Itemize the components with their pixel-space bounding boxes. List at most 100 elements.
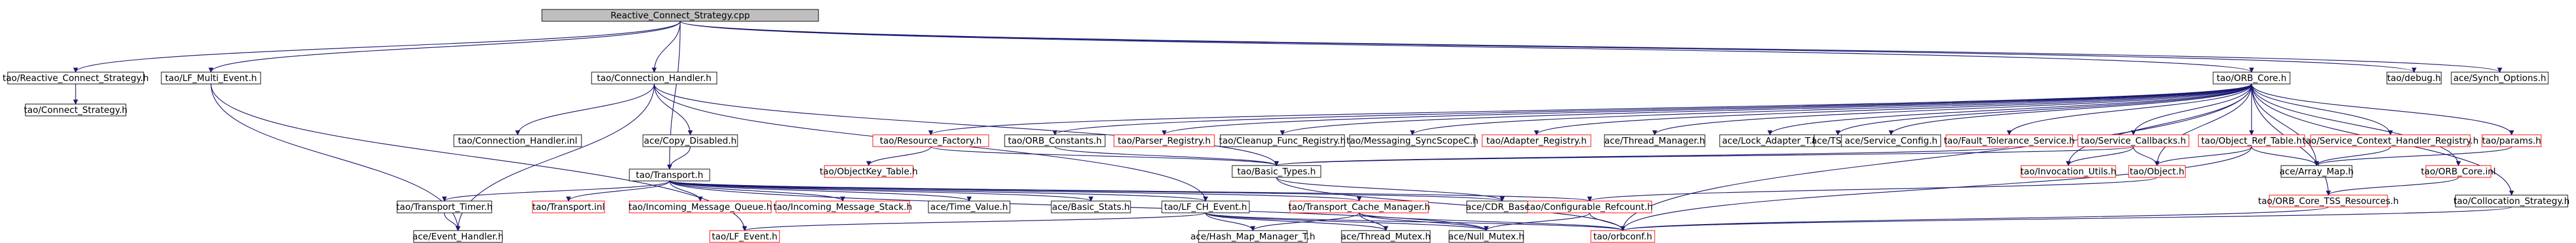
node-messaging-sync[interactable]: tao/Messaging_SyncScopeC.h (1346, 134, 1479, 147)
node-transport-timer[interactable]: tao/Transport_Timer.h (397, 200, 493, 213)
node-incoming-stack[interactable]: tao/Incoming_Message_Stack.h (773, 200, 912, 213)
node-fault-tolerance[interactable]: tao/Fault_Tolerance_Service.h (1944, 134, 2075, 147)
node-thread-manager[interactable]: ace/Thread_Manager.h (1604, 134, 1706, 147)
edge-transport-to-lf-ch-event (669, 180, 1208, 202)
node-basic-types[interactable]: tao/Basic_Types.h (1232, 165, 1321, 178)
node-connect-strategy[interactable]: tao/Connect_Strategy.h (24, 103, 128, 116)
node-label: ace/Service_Config.h (1844, 135, 1937, 147)
node-label: ace/Lock_Adapter_T.h (1722, 135, 1818, 147)
node-label: ace/Time_Value.h (930, 202, 1008, 213)
node-label: tao/Adapter_Registry.h (1486, 135, 1587, 147)
edge-orb-core-tss-to-orbconf (1620, 206, 2329, 231)
node-box (453, 134, 582, 147)
node-incoming-queue[interactable]: tao/Incoming_Message_Queue.h (629, 200, 772, 213)
node-label: tao/ORB_Constants.h (1008, 135, 1102, 147)
node-label: tao/LF_CH_Event.h (1164, 202, 1247, 213)
edge-root-to-conn-handler (651, 21, 681, 73)
node-rcs-h[interactable]: tao/Reactive_Connect_Strategy.h (2, 72, 149, 85)
edge-object-ref-table-to-orbconf (1620, 146, 2252, 231)
node-lf-ch-event[interactable]: tao/LF_CH_Event.h (1161, 200, 1250, 213)
node-label: ace/Thread_Mutex.h (1341, 231, 1431, 242)
edge-orb-core-to-object-h (2154, 83, 2252, 166)
node-box (541, 9, 819, 22)
node-cdr-base[interactable]: ace/CDR_Base.h (1466, 200, 1538, 213)
node-label: tao/Invocation_Utils.h (2020, 166, 2116, 177)
node-label: tao/Incoming_Message_Stack.h (773, 202, 912, 213)
node-box (2481, 134, 2542, 147)
edge-root-to-orb-core (680, 21, 2254, 73)
edge-transport-timer-to-event-handler (444, 212, 461, 231)
node-hash-map-manager[interactable]: ace/Hash_Map_Manager_T.h (1190, 230, 1315, 243)
node-transport-inl[interactable]: tao/Transport.inl (532, 200, 605, 213)
node-label: ace/Hash_Map_Manager_T.h (1190, 231, 1315, 242)
node-label: tao/Messaging_SyncScopeC.h (1346, 135, 1478, 147)
node-array-map[interactable]: ace/Array_Map.h (2279, 165, 2354, 178)
node-transport[interactable]: tao/Transport.h (629, 169, 710, 182)
node-copy-disabled[interactable]: ace/Copy_Disabled.h (642, 134, 738, 147)
node-box (1004, 134, 1106, 147)
node-service-context-registry[interactable]: tao/Service_Context_Handler_Registry.h (2302, 134, 2479, 147)
node-label: ace/Synch_Options.h (2453, 73, 2546, 84)
node-configurable-refcount[interactable]: tao/Configurable_Refcount.h (1526, 200, 1653, 213)
node-orb-constants[interactable]: tao/ORB_Constants.h (1004, 134, 1106, 147)
node-params[interactable]: tao/params.h (2481, 134, 2542, 147)
node-label: Reactive_Connect_Strategy.cpp (610, 10, 750, 21)
edge-lf-ch-event-to-orbconf (1205, 212, 1625, 231)
node-label: tao/Service_Context_Handler_Registry.h (2302, 135, 2479, 147)
node-label: ace/Array_Map.h (2279, 166, 2354, 177)
node-label: tao/Fault_Tolerance_Service.h (1944, 135, 2075, 147)
node-time-value[interactable]: ace/Time_Value.h (928, 200, 1011, 213)
node-service-config[interactable]: ace/Service_Config.h (1841, 134, 1941, 147)
edge-service-callbacks-to-object-h (2133, 146, 2160, 166)
edge-orb-core-to-service-config (1888, 83, 2252, 135)
node-orb-core-tss[interactable]: tao/ORB_Core_TSS_Resources.h (2258, 195, 2399, 208)
edge-orb-core-to-resource-factory (928, 83, 2252, 135)
node-orb-core-inl[interactable]: tao/ORB_Core.inl (2421, 165, 2496, 178)
node-resource-factory[interactable]: tao/Resource_Factory.h (872, 134, 989, 147)
node-box (2281, 165, 2353, 178)
node-label: tao/Configurable_Refcount.h (1526, 202, 1653, 213)
node-lf-multi[interactable]: tao/LF_Multi_Event.h (161, 72, 261, 85)
edge-transport-to-time-value (669, 180, 972, 202)
node-event-handler[interactable]: ace/Event_Handler.h (412, 230, 503, 243)
edge-orb-core-to-orbconf (1620, 83, 2252, 231)
node-adapter-registry[interactable]: tao/Adapter_Registry.h (1482, 134, 1591, 147)
node-parser-registry[interactable]: tao/Parser_Registry.h (1113, 134, 1215, 147)
edge-lf-ch-event-to-null-mutex (1205, 212, 1489, 231)
edge-transport-to-transport-timer (441, 180, 670, 202)
node-conn-handler[interactable]: tao/Connection_Handler.h (591, 72, 717, 85)
node-objectkey-table[interactable]: tao/ObjectKey_Table.h (820, 165, 918, 178)
node-transport-cache[interactable]: tao/Transport_Cache_Manager.h (1288, 200, 1430, 213)
node-invocation-utils[interactable]: tao/Invocation_Utils.h (2020, 165, 2116, 178)
node-label: tao/LF_Multi_Event.h (165, 73, 256, 84)
node-basic-stats[interactable]: ace/Basic_Stats.h (1051, 200, 1131, 213)
node-label: tao/Service_Callbacks.h (2081, 135, 2186, 147)
node-service-callbacks[interactable]: tao/Service_Callbacks.h (2077, 134, 2190, 147)
node-collocation-strategy[interactable]: tao/Collocation_Strategy.h (2454, 195, 2570, 208)
node-synch-opt[interactable]: ace/Synch_Options.h (2451, 72, 2549, 85)
node-conn-handler-inl[interactable]: tao/Connection_Handler.inl (453, 134, 582, 147)
node-label: tao/Resource_Factory.h (880, 135, 982, 147)
edge-service-callbacks-to-invocation-utils (2065, 146, 2134, 166)
node-cleanup-func[interactable]: tao/Cleanup_Func_Registry.h (1219, 134, 1346, 147)
node-root[interactable]: Reactive_Connect_Strategy.cpp (541, 9, 819, 22)
node-orbconf[interactable]: tao/orbconf.h (1590, 230, 1655, 243)
node-orb-core[interactable]: tao/ORB_Core.h (2213, 72, 2291, 85)
node-label: ace/Basic_Stats.h (1052, 202, 1130, 213)
edge-orb-core-inl-to-orb-core-tss (2325, 177, 2459, 196)
edge-object-h-to-configurable-refcount (1587, 177, 2158, 202)
node-null-mutex[interactable]: ace/Null_Mutex.h (1448, 230, 1525, 243)
node-thread-mutex[interactable]: ace/Thread_Mutex.h (1341, 230, 1431, 243)
edge-orb-core-to-service-callbacks (2130, 83, 2252, 135)
node-lock-adapter[interactable]: ace/Lock_Adapter_T.h (1719, 134, 1821, 147)
node-debug[interactable]: tao/debug.h (2386, 72, 2442, 85)
node-box (1198, 230, 1308, 243)
node-box (642, 134, 738, 147)
node-object-ref-table[interactable]: tao/Object_Ref_Table.h (2198, 134, 2305, 147)
node-lf-event[interactable]: tao/LF_Event.h (709, 230, 780, 243)
node-label: tao/Connect_Strategy.h (24, 105, 127, 116)
node-box (1341, 230, 1431, 243)
edge-orb-core-to-lock-adapter (1767, 83, 2252, 135)
node-object-h[interactable]: tao/Object.h (2128, 165, 2186, 178)
node-box (1448, 230, 1524, 243)
